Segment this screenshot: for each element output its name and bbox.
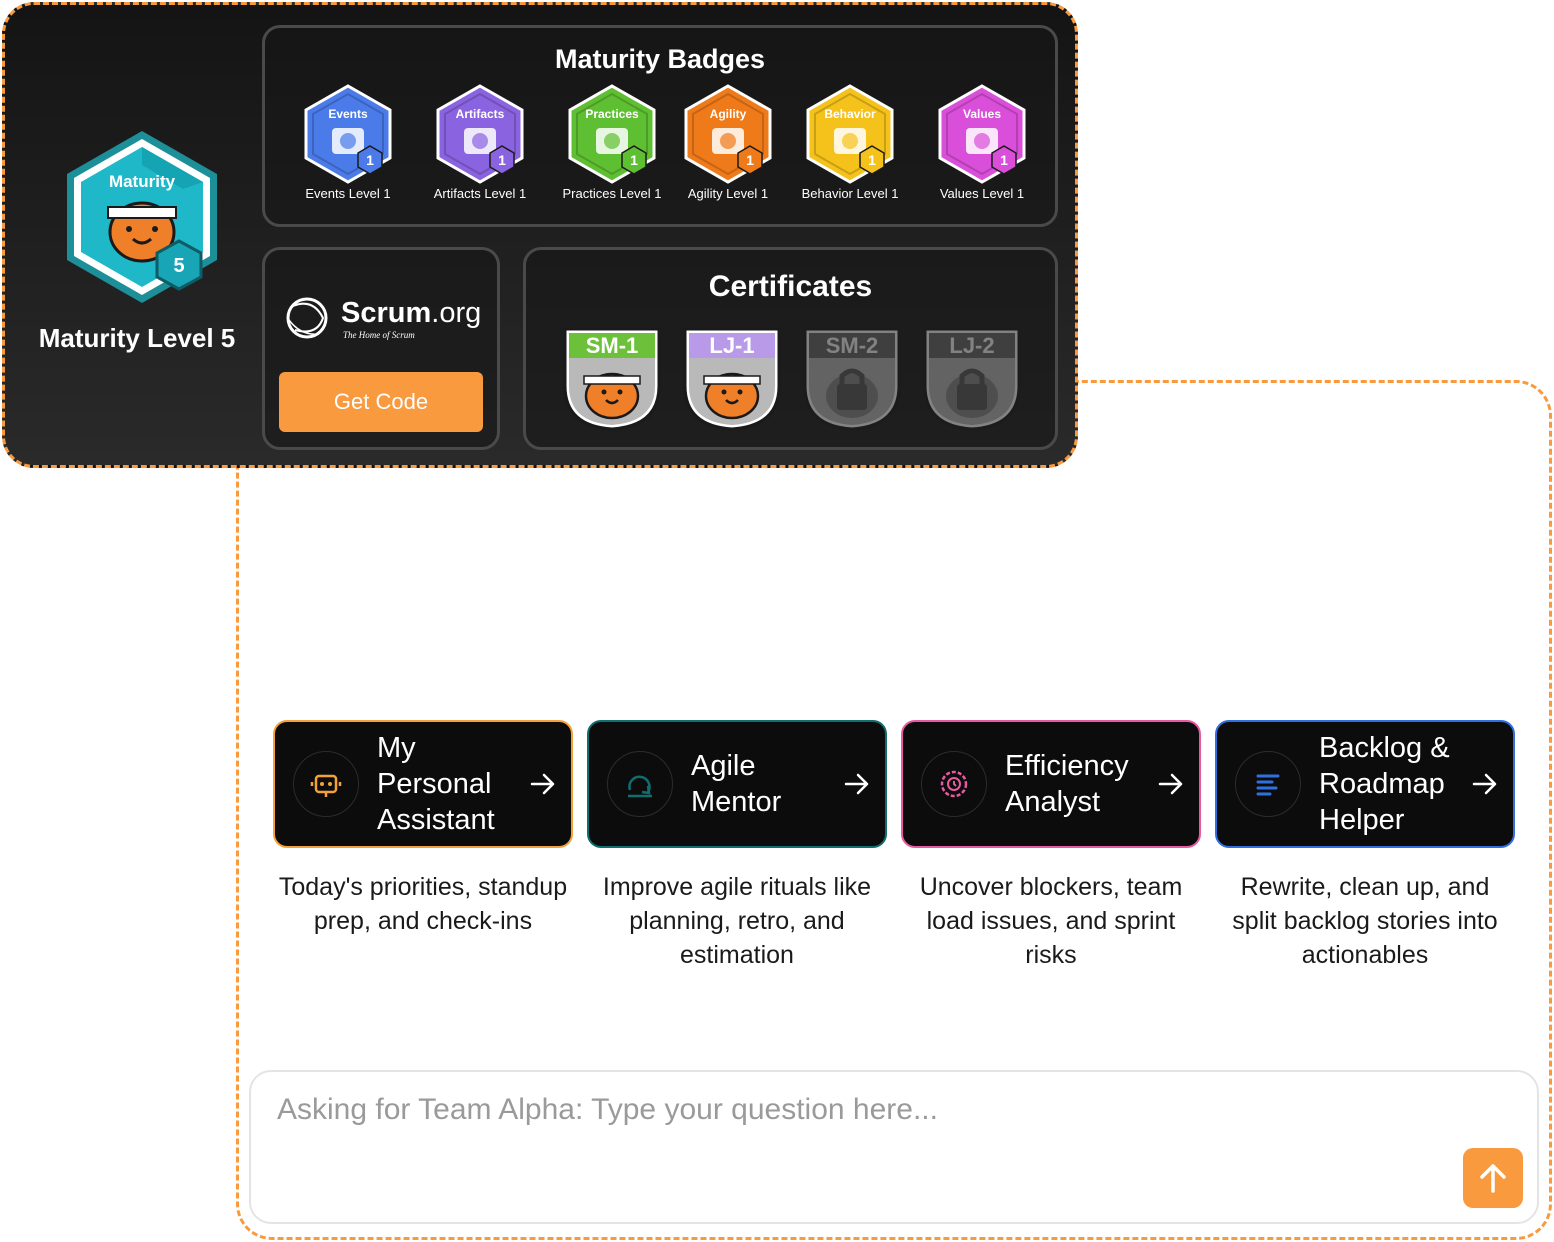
certificate-lj-1[interactable]: LJ-1	[682, 326, 782, 432]
badge-level: 1	[366, 152, 374, 168]
certificates-card: Certificates SM-1 LJ-1 SM-2 LJ-2	[523, 247, 1058, 450]
badge-label: Behavior	[824, 107, 876, 121]
badge-level: 1	[868, 152, 876, 168]
diamond-icon: Values 1	[938, 84, 1026, 184]
assistant-description: Rewrite, clean up, and split backlog sto…	[1232, 873, 1498, 969]
question-input[interactable]	[277, 1090, 1427, 1130]
arrow-right-icon	[1158, 773, 1183, 795]
assistant-icon-wrap	[921, 751, 987, 817]
badge-label: Agility	[710, 107, 747, 121]
maturity-level-text: Maturity Level 5	[38, 323, 236, 353]
assistant-description: Uncover blockers, team load issues, and …	[919, 873, 1183, 969]
assistant-icon-wrap	[1235, 751, 1301, 817]
sprint-icon	[628, 775, 652, 798]
assistant-description: Improve agile rituals like planning, ret…	[602, 873, 872, 969]
badge-label: Artifacts	[456, 107, 505, 121]
assistant-card-backlog-roadmap-helper[interactable]: Backlog & Roadmap Helper	[1215, 720, 1515, 848]
assistant-title: Agile Mentor	[691, 750, 782, 818]
badge-caption: Values Level 1	[939, 186, 1025, 201]
badge-level: 1	[498, 152, 506, 168]
assistant-card-efficiency-analyst[interactable]: Efficiency Analyst	[901, 720, 1201, 848]
ask-box	[249, 1070, 1539, 1224]
assistant-title: Efficiency Analyst	[1005, 750, 1129, 818]
certificate-lj-2[interactable]: LJ-2	[922, 326, 1022, 432]
robot-icon	[310, 774, 342, 797]
badge-label: Events	[328, 107, 368, 121]
loop-icon: Agility 1	[684, 84, 772, 184]
assistant-card-agile-mentor[interactable]: Agile Mentor	[587, 720, 887, 848]
certificate-label: SM-2	[826, 333, 879, 358]
arrow-up-icon	[1480, 1164, 1506, 1193]
scrum-org-card: Scrum.org The Home of Scrum Get Code	[262, 247, 500, 450]
arrow-right-icon	[1472, 773, 1497, 795]
send-button[interactable]	[1463, 1148, 1523, 1208]
scrum-brand: Scrum	[341, 297, 431, 329]
badge-level: 1	[1000, 152, 1008, 168]
calendar-icon: Events 1	[304, 84, 392, 184]
certificate-label: SM-1	[586, 333, 639, 358]
certificate-label: LJ-2	[949, 333, 994, 358]
badge-level: 1	[746, 152, 754, 168]
assistant-card-my-personal-assistant[interactable]: My Personal Assistant	[273, 720, 573, 848]
badge-label: Values	[963, 107, 1001, 121]
hands-icon: Practices 1	[568, 84, 656, 184]
badge-label: Practices	[585, 107, 639, 121]
certificate-sm-1[interactable]: SM-1	[562, 326, 662, 432]
achievements-panel: Maturity 5 Maturity Level 5 Maturity Bad…	[2, 2, 1078, 468]
get-code-button[interactable]: Get Code	[279, 372, 483, 432]
maturity-badge-icon: Maturity 5	[67, 131, 217, 303]
certificates-title: Certificates	[708, 270, 873, 303]
assistant-icon-wrap	[293, 751, 359, 817]
assistant-description: Today's priorities, standup prep, and ch…	[278, 873, 568, 935]
gear-clock-icon	[940, 770, 968, 798]
badge-level: 1	[630, 152, 638, 168]
badge-caption: Events Level 1	[305, 186, 391, 201]
certificate-label: LJ-1	[709, 333, 754, 358]
scrum-brand-suffix: .org	[431, 297, 481, 329]
svg-text:Scrum.org: Scrum.org	[341, 297, 481, 329]
maturity-badge-label: Maturity	[109, 172, 176, 191]
certificate-sm-2[interactable]: SM-2	[802, 326, 902, 432]
maturity-badges-title: Maturity Badges	[554, 44, 766, 74]
badge-caption: Behavior Level 1	[801, 186, 899, 201]
assistant-title: My Personal Assistant	[377, 732, 495, 836]
arrow-right-icon	[530, 773, 555, 795]
arrow-right-icon	[844, 773, 869, 795]
assistant-title: Backlog & Roadmap Helper	[1319, 732, 1450, 836]
person-icon: Behavior 1	[806, 84, 894, 184]
badge-caption: Practices Level 1	[562, 186, 662, 201]
scrum-tagline: The Home of Scrum	[343, 330, 415, 340]
list-icon	[1256, 774, 1280, 796]
maturity-level-number: 5	[173, 255, 184, 277]
trophy-icon: Artifacts 1	[436, 84, 524, 184]
badge-caption: Agility Level 1	[687, 186, 769, 201]
scrum-org-logo: Scrum.org The Home of Scrum	[286, 297, 481, 340]
assistant-icon-wrap	[607, 751, 673, 817]
badge-caption: Artifacts Level 1	[433, 186, 527, 201]
